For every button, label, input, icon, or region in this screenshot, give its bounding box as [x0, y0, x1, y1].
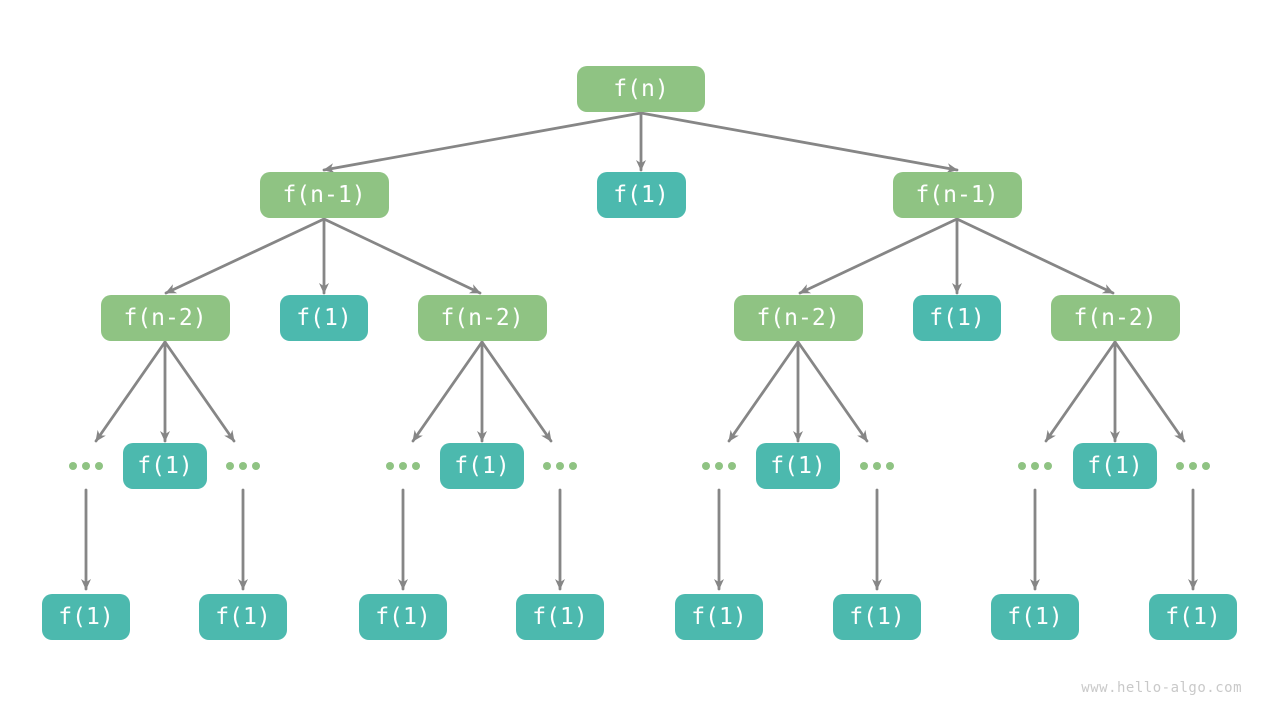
dot — [860, 462, 868, 470]
dot — [886, 462, 894, 470]
tree-node: f(1) — [1149, 594, 1237, 640]
dot — [252, 462, 260, 470]
dot — [226, 462, 234, 470]
edge-arrow — [94, 340, 167, 443]
dot — [386, 462, 394, 470]
ellipsis-dots — [1176, 462, 1210, 470]
edge-arrow — [727, 340, 800, 443]
tree-node: f(1) — [199, 594, 287, 640]
edge-arrow — [164, 217, 326, 295]
tree-node: f(1) — [42, 594, 130, 640]
dot — [412, 462, 420, 470]
dot — [1176, 462, 1184, 470]
ellipsis-dots — [386, 462, 420, 470]
dot — [702, 462, 710, 470]
ellipsis-dots — [69, 462, 103, 470]
dot — [1018, 462, 1026, 470]
dot — [95, 462, 103, 470]
ellipsis-dots — [1018, 462, 1052, 470]
dot — [1189, 462, 1197, 470]
edge-arrow — [796, 340, 869, 443]
dot — [556, 462, 564, 470]
edge-arrow — [639, 111, 959, 174]
dot — [873, 462, 881, 470]
edge-arrow — [955, 217, 1115, 295]
ellipsis-dots — [543, 462, 577, 470]
edge-arrow — [798, 217, 959, 295]
ellipsis-dots — [702, 462, 736, 470]
tree-node: f(n-1) — [259, 172, 389, 218]
tree-node: f(1) — [1073, 443, 1157, 489]
tree-node: f(1) — [359, 594, 447, 640]
tree-node: f(1) — [756, 443, 840, 489]
tree-node: f(n-2) — [100, 295, 230, 341]
dot — [1044, 462, 1052, 470]
dot — [728, 462, 736, 470]
tree-node: f(1) — [516, 594, 604, 640]
tree-node: f(n-2) — [733, 295, 863, 341]
dot — [715, 462, 723, 470]
dot — [239, 462, 247, 470]
tree-node: f(1) — [675, 594, 763, 640]
tree-node: f(1) — [280, 295, 368, 341]
dot — [1031, 462, 1039, 470]
dot — [543, 462, 551, 470]
tree-node: f(1) — [991, 594, 1079, 640]
dot — [399, 462, 407, 470]
dot — [569, 462, 577, 470]
ellipsis-dots — [860, 462, 894, 470]
tree-node: f(n) — [577, 66, 705, 112]
tree-node: f(n-2) — [1050, 295, 1180, 341]
tree-node: f(n-1) — [892, 172, 1022, 218]
ellipsis-dots — [226, 462, 260, 470]
dot — [1202, 462, 1210, 470]
edge-arrow — [1044, 340, 1117, 443]
tree-node: f(1) — [833, 594, 921, 640]
tree-node: f(1) — [440, 443, 524, 489]
watermark: www.hello-algo.com — [1081, 680, 1242, 696]
tree-node: f(1) — [123, 443, 207, 489]
tree-node: f(n-2) — [417, 295, 547, 341]
dot — [69, 462, 77, 470]
tree-node: f(1) — [913, 295, 1001, 341]
dot — [82, 462, 90, 470]
tree-node: f(1) — [596, 172, 686, 218]
edge-arrow — [1113, 340, 1186, 443]
edge-arrow — [322, 111, 643, 174]
edge-arrow — [480, 340, 553, 443]
edge-arrow — [322, 217, 482, 295]
edge-arrow — [163, 340, 236, 443]
edge-arrow — [411, 340, 484, 443]
